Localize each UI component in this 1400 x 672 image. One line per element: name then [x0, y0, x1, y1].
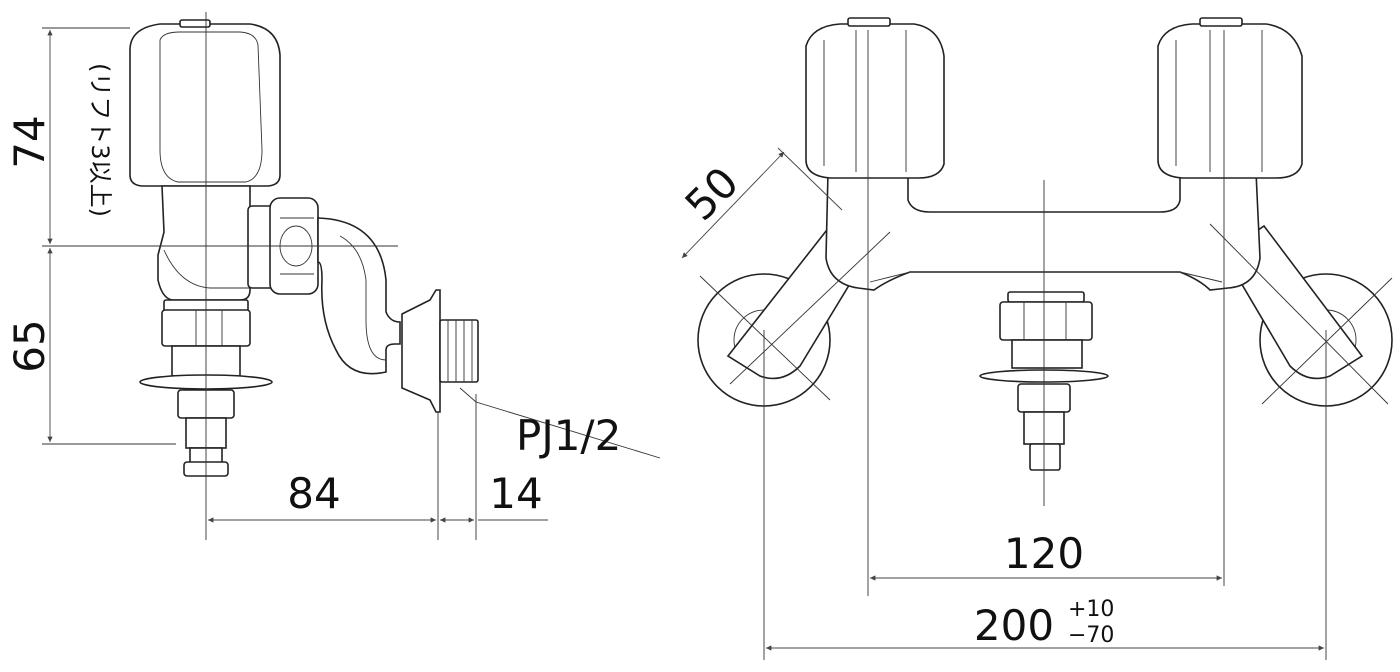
tolerance-plus: +10	[1068, 597, 1114, 622]
side-view: 74 (リフト3以上) 65 84 14 PJ1/2	[5, 12, 661, 540]
side-outlet-pipe	[317, 217, 401, 375]
dim-flange: 14	[489, 469, 542, 518]
side-wall-flange	[401, 289, 479, 540]
side-handle	[129, 19, 281, 187]
side-valve-body	[157, 185, 319, 301]
front-right-handle	[1157, 17, 1303, 179]
dim-height-top: 74	[5, 115, 54, 168]
dim-width: 84	[287, 469, 340, 518]
dim-mount-pitch: 200	[974, 601, 1054, 650]
front-left-handle	[805, 17, 945, 179]
dim-height-bottom: 65	[5, 319, 54, 372]
front-body	[825, 171, 1261, 291]
dim-height-top-note: (リフト3以上)	[86, 63, 114, 217]
front-view: 50 120 200 +10 −70	[676, 17, 1393, 660]
tolerance-minus: −70	[1068, 623, 1114, 648]
thread-label: PJ1/2	[516, 411, 621, 460]
dim-angle: 50	[676, 158, 748, 230]
dim-handle-pitch: 120	[1004, 529, 1084, 578]
